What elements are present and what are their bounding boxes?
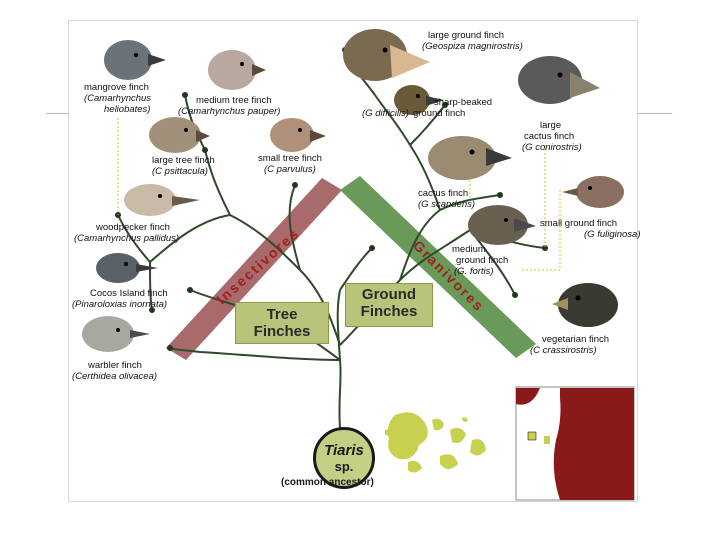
large-cactus-name: large [540, 120, 562, 131]
galapagos-islands [385, 412, 486, 473]
large-cactus-finch-icon [518, 56, 600, 104]
mangrove-sci: (Camarhynchus [84, 93, 152, 104]
label-medium-tree-finch: medium tree finch (Camarhynchus pauper) [178, 95, 280, 117]
granivores-band [340, 176, 536, 358]
small-tree-sci: (C parvulus) [264, 164, 316, 175]
finch-illustrations [82, 29, 624, 352]
decorative-rule-left [46, 113, 70, 114]
label-small-tree-finch: small tree finch (C parvulus) [258, 153, 322, 175]
warbler-finch-icon [82, 316, 150, 352]
label-sharp-beaked-ground-finch: sharp-beaked (G difficilis) ground finch [362, 97, 492, 119]
sharp-beaked-row: (G difficilis) ground finch [362, 108, 492, 119]
warbler-name: warbler finch [88, 360, 142, 371]
ancestor-caption: (common ancestor) [281, 477, 374, 488]
ancestor-genus: Tiaris [324, 442, 364, 459]
medium-ground-name: medium [452, 244, 486, 255]
label-woodpecker-finch: woodpecker finch (Camarhynchus pallidus) [74, 222, 179, 244]
warbler-sci: (Certhidea olivacea) [72, 371, 158, 382]
vegetarian-name: vegetarian finch [542, 334, 610, 345]
insectivores-band [166, 178, 342, 360]
medium-ground-finch-icon [468, 205, 536, 245]
woodpecker-name: woodpecker finch [96, 222, 170, 233]
ground-finches-box: Ground Finches [345, 283, 433, 327]
cactus-finch-icon [428, 136, 512, 180]
large-tree-finch-icon [149, 117, 210, 153]
sharp-beaked-name: sharp-beaked [434, 97, 493, 108]
tree-nodes [115, 47, 548, 351]
medium-tree-sci: (Camarhynchus pauper) [178, 106, 281, 117]
mangrove-name: mangrove finch [84, 82, 149, 93]
ground-finches-label: Ground Finches [360, 286, 418, 320]
woodpecker-sci: (Camarhynchus pallidus) [74, 233, 180, 244]
tree-finches-box: Tree Finches [235, 302, 329, 344]
small-ground-finch-icon [562, 176, 624, 208]
small-tree-name: small tree finch [258, 153, 322, 164]
label-large-cactus-finch: large cactus finch (G conirostris) [522, 120, 582, 153]
sharp-beaked-sci: (G difficilis) [362, 108, 409, 119]
label-mangrove-finch: mangrove finch (Camarhynchus heliobates) [84, 82, 151, 115]
leader-lines [117, 110, 561, 271]
label-large-ground-finch: large ground finch (Geospiza magnirostri… [422, 30, 523, 52]
mangrove-sci2: heliobates) [104, 104, 151, 115]
large-tree-name: large tree finch [152, 155, 215, 166]
label-large-tree-finch: large tree finch (C psittacula) [152, 155, 215, 177]
large-cactus-name2: cactus finch [524, 131, 575, 142]
medium-tree-finch-icon [208, 50, 266, 90]
mangrove-finch-icon [104, 40, 166, 80]
map-inset [515, 386, 635, 501]
medium-ground-name2: ground finch [456, 255, 509, 266]
label-warbler-finch: warbler finch (Certhidea olivacea) [72, 360, 157, 382]
decorative-rule-right [636, 113, 672, 114]
cactus-sci: (G scandens) [418, 199, 476, 210]
label-cactus-finch: cactus finch (G scandens) [418, 188, 475, 210]
common-ancestor-node: Tiaris sp. [313, 427, 375, 489]
label-vegetarian-finch: vegetarian finch (C crassirostris) [530, 334, 609, 356]
ancestor-species: sp. [334, 459, 354, 474]
woodpecker-finch-icon [124, 184, 200, 216]
label-cocos-island-finch: Cocos Island finch (Pinaroloxias inornat… [72, 288, 168, 310]
cocos-name: Cocos Island finch [90, 288, 168, 299]
cactus-name: cactus finch [418, 188, 469, 199]
large-cactus-sci: (G conirostris) [522, 142, 582, 153]
vegetarian-sci: (C crassirostris) [530, 345, 597, 356]
small-ground-name: small ground finch [540, 218, 618, 229]
large-ground-finch-icon [343, 29, 430, 81]
label-medium-ground-finch: medium ground finch (G. fortis) [452, 244, 508, 277]
large-tree-sci: (C psittacula) [152, 166, 208, 177]
small-ground-sci: (G fuliginosa) [584, 229, 641, 240]
label-small-ground-finch: small ground finch (G fuliginosa) [540, 218, 641, 240]
cocos-island-finch-icon [96, 253, 158, 283]
sharp-beaked-name2: ground finch [412, 108, 466, 119]
small-tree-finch-icon [270, 118, 326, 152]
cocos-sci: (Pinaroloxias inornata) [72, 299, 168, 310]
large-ground-name: large ground finch [428, 30, 505, 41]
tree-finches-label: Tree Finches [253, 306, 311, 340]
medium-tree-name: medium tree finch [196, 95, 272, 106]
vegetarian-finch-icon [552, 283, 618, 327]
sharp-beaked-ground-finch-icon [394, 85, 444, 115]
large-ground-sci: (Geospiza magnirostris) [422, 41, 523, 52]
medium-ground-sci: (G. fortis) [454, 266, 494, 277]
